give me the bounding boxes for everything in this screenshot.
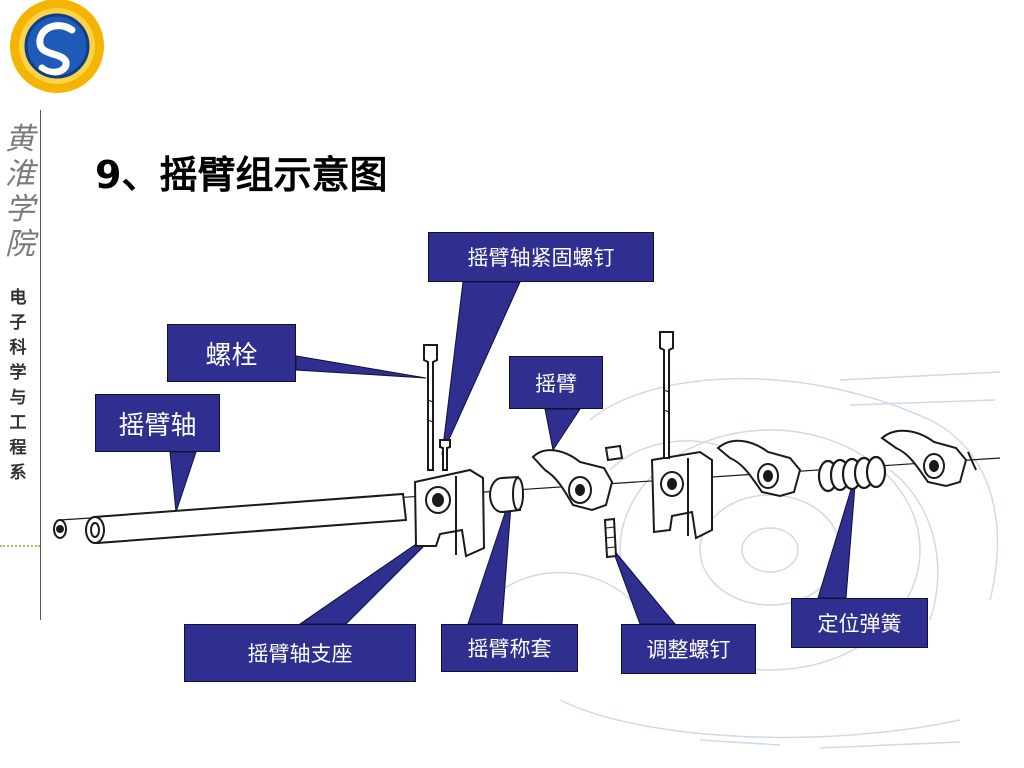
sidebar-department: 电 子 科 学 与 工 程 系: [6, 286, 30, 486]
callout-rocker-arm: 摇臂: [509, 356, 603, 409]
callout-bolt: 螺栓: [167, 324, 296, 382]
department-char: 电: [9, 288, 27, 308]
calligraphy-char: 学: [5, 192, 35, 227]
callout-pointers: [169, 281, 857, 625]
callout-adjusting-screw: 调整螺钉: [621, 624, 756, 674]
department-char: 程: [9, 438, 27, 458]
department-char: 学: [9, 363, 27, 383]
department-char: 与: [9, 388, 27, 408]
department-char: 子: [9, 313, 27, 333]
department-char: 系: [9, 463, 27, 483]
callout-rocker-shaft: 摇臂轴: [95, 394, 220, 452]
sidebar-calligraphy: 黄 淮 学 院: [2, 122, 38, 262]
callout-locating-spring: 定位弹簧: [791, 598, 928, 648]
background-sketch: [479, 371, 1001, 749]
department-char: 科: [9, 338, 27, 358]
callout-rocker-shaft-support: 摇臂轴支座: [184, 624, 416, 682]
calligraphy-char: 黄: [5, 122, 35, 157]
department-char: 工: [9, 413, 27, 433]
sidebar-dotted-rule: [0, 545, 40, 547]
spiral-logo-icon: [10, 0, 104, 93]
rocker-arm-assembly-drawing: [53, 331, 1001, 559]
calligraphy-char: 院: [5, 227, 35, 262]
sidebar-divider: [40, 110, 41, 620]
callout-rocker-shaft-fixing-screw: 摇臂轴紧固螺钉: [428, 232, 654, 282]
slide-title: 9、摇臂组示意图: [95, 153, 388, 197]
calligraphy-char: 淮: [5, 157, 35, 192]
callout-rocker-arm-bushing: 摇臂称套: [441, 624, 578, 672]
